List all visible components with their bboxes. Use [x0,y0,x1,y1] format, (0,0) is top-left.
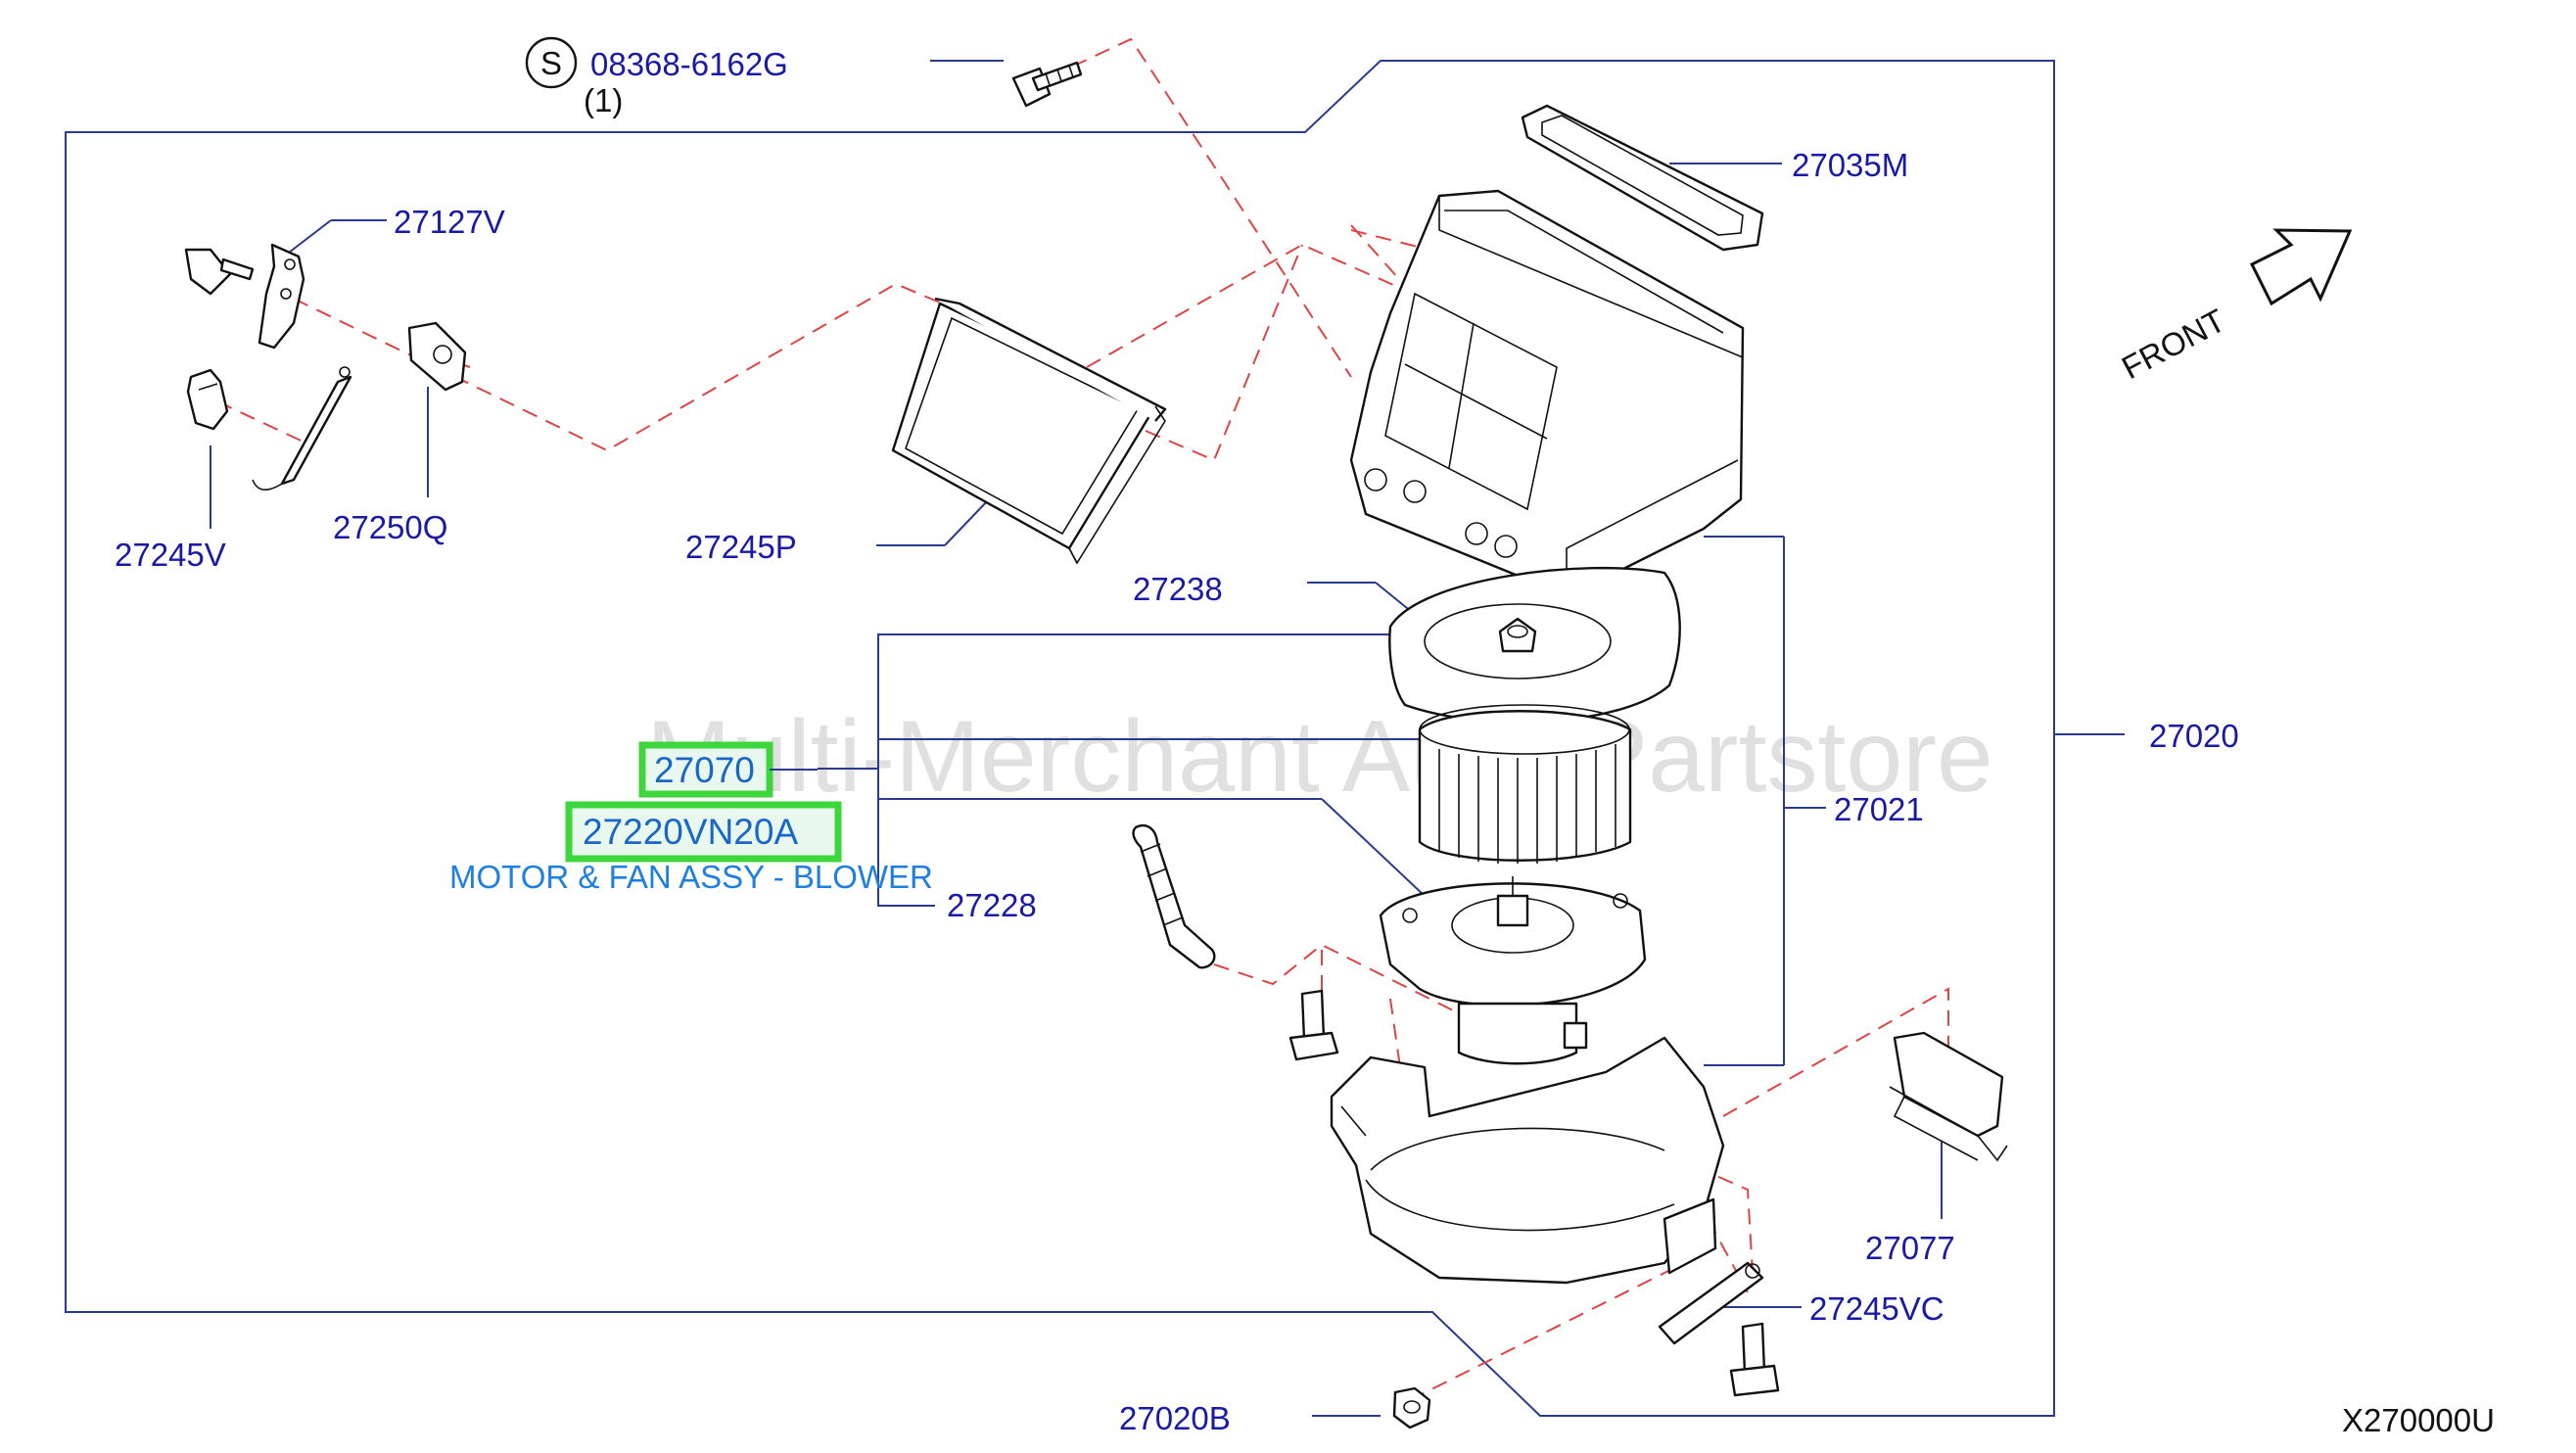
part-label-27021[interactable]: 27021 [1834,791,1924,827]
part-label-27070[interactable]: 27070 [654,750,755,790]
leader-lines [210,60,2125,1417]
holder-27250q [407,321,467,392]
svg-text:S: S [540,45,562,81]
screw-motor-mount [1288,989,1339,1061]
control-rod [252,366,352,492]
strap-27245vc [1658,1261,1764,1345]
fan-wheel-27070 [1418,704,1632,864]
diagram-reference-code: X270000U [2342,1402,2495,1438]
part-label-27127v[interactable]: 27127V [394,204,505,240]
part-label-27245vc[interactable]: 27245VC [1809,1290,1944,1327]
resistor-27077 [1889,1031,2008,1162]
part-label-27245v[interactable]: 27245V [115,537,226,573]
part-label-27245p[interactable]: 27245P [685,529,797,565]
highlight-box-27220vn20a [565,801,842,863]
bolt-lower [1729,1322,1780,1397]
intake-housing-27020 [1349,189,1745,599]
part-label-27035m[interactable]: 27035M [1792,147,1908,183]
gasket-27035m [1521,104,1764,252]
bracket-27127v [184,243,305,350]
screw-symbol: S [525,36,578,89]
watermark-text: Multi-Merchant Auto Partstore [646,700,1993,814]
part-label-08368-6162g[interactable]: 08368-6162G [590,46,788,82]
front-arrow-icon [2249,228,2353,306]
nut-27020b [1392,1386,1431,1430]
part-label-27077[interactable]: 27077 [1865,1230,1955,1266]
screw-08368-6162g [1011,61,1083,108]
assembly-frame [65,60,2055,1417]
screw-quantity: (1) [584,82,623,118]
filter-27245p [891,297,1167,565]
part-label-27020b[interactable]: 27020B [1119,1400,1231,1436]
part-label-27220vn20a[interactable]: 27220VN20A [583,812,798,852]
clip-27245v [186,368,229,431]
part-label-27250q[interactable]: 27250Q [333,509,447,545]
motor-27021 [1379,876,1647,1065]
fan-cover-27238 [1388,566,1681,724]
lower-case [1330,1036,1725,1285]
selected-part-description: MOTOR & FAN ASSY - BLOWER [449,859,933,895]
part-label-27020[interactable]: 27020 [2149,718,2239,754]
hose-27228 [1132,823,1216,969]
front-label: FRONT [2116,302,2231,386]
part-label-27238[interactable]: 27238 [1133,571,1223,607]
part-label-27228[interactable]: 27228 [947,887,1037,923]
